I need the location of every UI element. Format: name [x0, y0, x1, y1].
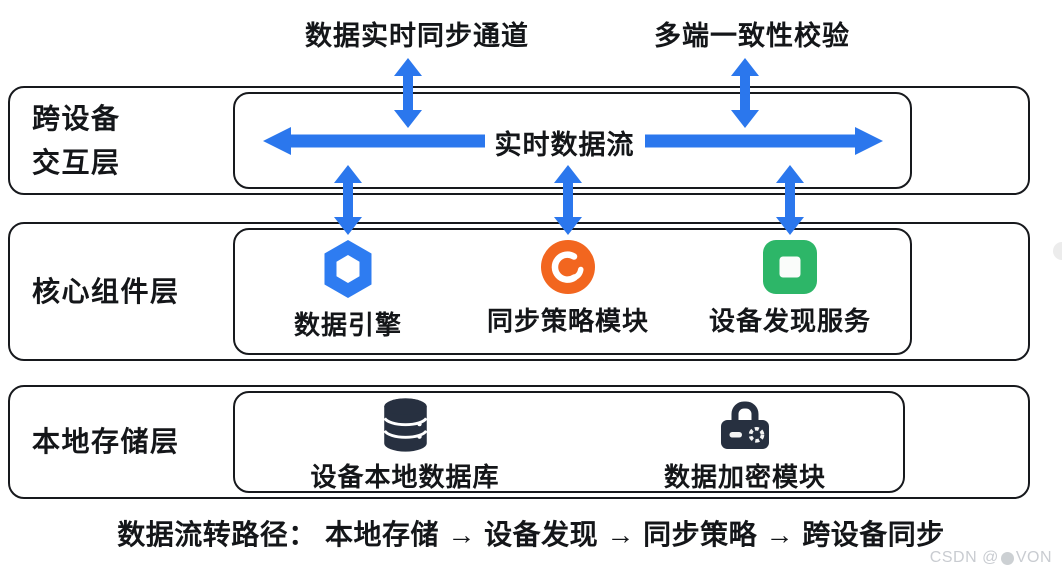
- double-arrow-icon: [731, 58, 759, 128]
- data-flow-path-caption: 数据流转路径： 本地存储 → 设备发现 → 同步策略 → 跨设备同步: [117, 519, 945, 550]
- encrypted-lock-icon: [720, 401, 769, 449]
- square-in-square-icon: [762, 240, 817, 294]
- watermark: CSDN @ VON: [930, 549, 1052, 567]
- component-data-engine: 数据引擎: [294, 240, 402, 342]
- component-device-discovery: 设备发现服务: [709, 240, 871, 338]
- interaction-layer-label-line1: 跨设备: [32, 103, 121, 134]
- double-arrow-icon: [334, 165, 362, 235]
- component-label: 数据引擎: [293, 310, 403, 340]
- component-label: 同步策略模块: [486, 306, 650, 336]
- component-label: 数据加密模块: [663, 462, 827, 492]
- double-arrow-icon: [776, 165, 804, 235]
- storage-layer-label: 本地存储层: [32, 426, 180, 457]
- watermark-prefix: CSDN @: [929, 549, 999, 566]
- arrow-right-icon: [644, 126, 883, 155]
- storage-inner-box: [233, 391, 905, 493]
- core-layer-label: 核心组件层: [32, 276, 180, 307]
- flow-label: 实时数据流: [494, 130, 635, 160]
- interaction-layer-label: 跨设备 交互层: [32, 97, 121, 185]
- sync-refresh-icon: [540, 240, 595, 294]
- component-encryption-module: 数据加密模块: [664, 399, 826, 494]
- watermark-suffix: VON: [1015, 549, 1052, 566]
- realtime-data-flow: 实时数据流: [233, 92, 912, 189]
- double-arrow-icon: [394, 58, 422, 128]
- hexagon-link-icon: [324, 240, 372, 298]
- component-sync-strategy: 同步策略模块: [487, 240, 649, 338]
- component-label: 设备发现服务: [708, 306, 872, 336]
- arrow-left-icon: [262, 126, 485, 155]
- component-label: 设备本地数据库: [310, 462, 500, 492]
- double-arrow-icon: [554, 165, 582, 235]
- component-local-database: 设备本地数据库: [310, 396, 499, 494]
- database-icon: [382, 398, 428, 452]
- avatar-icon: [1000, 551, 1014, 565]
- sync-channel-label: 数据实时同步通道: [305, 21, 529, 51]
- interaction-layer-label-line2: 交互层: [32, 147, 121, 178]
- consistency-check-label: 多端一致性校验: [654, 21, 850, 51]
- edge-artifact: [1053, 242, 1062, 260]
